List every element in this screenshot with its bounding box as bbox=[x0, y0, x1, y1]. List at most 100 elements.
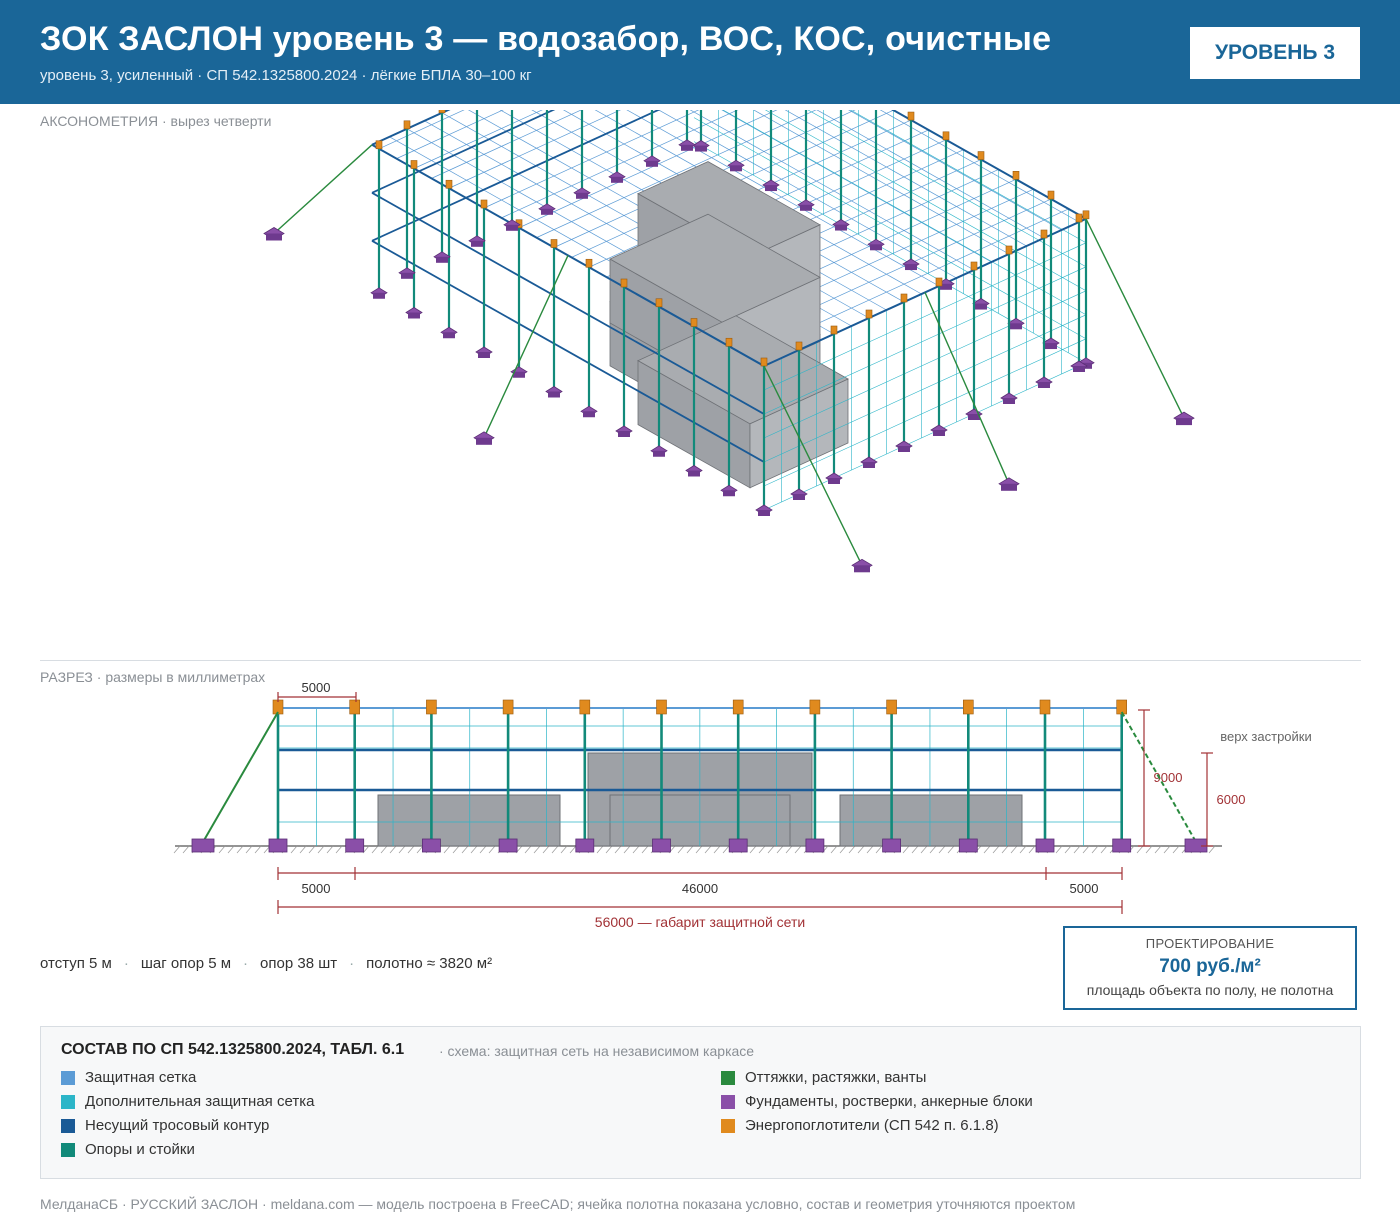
anchor-block bbox=[191, 838, 215, 853]
ground-hatch bbox=[902, 845, 910, 854]
section-divider bbox=[40, 660, 1361, 661]
ground-hatch bbox=[1064, 845, 1072, 854]
building-section bbox=[377, 794, 561, 847]
ground-hatch bbox=[758, 845, 766, 854]
energy-absorber bbox=[349, 699, 361, 715]
ground-hatch bbox=[398, 845, 406, 854]
foundation-block bbox=[513, 371, 525, 378]
ground-hatch bbox=[866, 845, 874, 854]
foundation-block bbox=[975, 303, 987, 310]
guy-line bbox=[483, 255, 569, 439]
wall-net-line bbox=[763, 266, 1087, 415]
foundation-block bbox=[723, 490, 735, 497]
dim-right-label: 5000 bbox=[1070, 881, 1099, 896]
guy-line bbox=[273, 144, 373, 235]
ground-hatch bbox=[749, 845, 757, 854]
cut-note: · размеры в миллиметрах bbox=[96, 669, 266, 685]
roof-net-line bbox=[501, 110, 739, 219]
ground-hatch bbox=[245, 845, 253, 854]
energy-absorber bbox=[1005, 245, 1013, 255]
foundation-block bbox=[870, 244, 882, 251]
price-value: 700 руб./м² bbox=[1159, 956, 1261, 977]
legend-item-foundations: Фундаменты, ростверки, анкерные блоки bbox=[721, 1093, 1033, 1110]
legend-swatch bbox=[721, 1094, 735, 1109]
foundation-block bbox=[1003, 398, 1015, 404]
ground-hatch bbox=[1019, 845, 1027, 854]
ground-hatch bbox=[677, 845, 685, 854]
energy-absorber bbox=[732, 699, 744, 715]
ground-hatch bbox=[182, 845, 190, 854]
ground-hatch bbox=[722, 845, 730, 854]
ground-hatch bbox=[1091, 845, 1099, 854]
wall-net-line bbox=[722, 110, 1087, 316]
section-view: 5000 5000 46000 5000 56000 — габарит защ… bbox=[173, 680, 1312, 930]
wall-net-line bbox=[763, 290, 1087, 439]
roof-net-line bbox=[689, 110, 975, 271]
energy-absorber bbox=[403, 120, 411, 130]
ground-hatch bbox=[542, 845, 550, 854]
ground-hatch bbox=[704, 845, 712, 854]
foundation-block bbox=[863, 462, 875, 468]
legend-item-extra-net: Дополнительная защитная сетка bbox=[61, 1093, 314, 1110]
wall-net-line bbox=[763, 242, 1087, 391]
ground-hatch bbox=[290, 845, 298, 854]
foundation-block bbox=[882, 838, 901, 853]
legend-item-label: Опоры и стойки bbox=[85, 1141, 195, 1158]
stats-line: отступ 5 м·шаг опор 5 м·опор 38 шт·полот… bbox=[40, 955, 493, 972]
ground-hatch bbox=[560, 845, 568, 854]
wall-net-line bbox=[764, 110, 1087, 292]
foundation-block bbox=[1010, 323, 1022, 330]
ground-hatch bbox=[641, 845, 649, 854]
ground-hatch bbox=[236, 845, 244, 854]
energy-absorber bbox=[1116, 699, 1127, 715]
ground-hatch bbox=[389, 845, 397, 854]
energy-absorber bbox=[935, 277, 943, 287]
legend-item-cable: Несущий тросовый контур bbox=[61, 1117, 269, 1134]
energy-absorber bbox=[1082, 210, 1090, 220]
ground-hatch bbox=[407, 845, 415, 854]
foundation-block bbox=[541, 208, 553, 215]
foundation-block bbox=[1035, 838, 1055, 853]
energy-absorber bbox=[970, 261, 978, 271]
energy-absorber bbox=[656, 699, 667, 715]
cable-line bbox=[891, 110, 1087, 220]
building-roof bbox=[637, 161, 821, 258]
foundation-block bbox=[478, 352, 490, 358]
foundation-block bbox=[373, 292, 385, 299]
ground-hatch bbox=[1082, 845, 1090, 854]
ground-hatch bbox=[533, 845, 541, 854]
ground-hatch bbox=[173, 845, 181, 854]
roof-net-line bbox=[658, 110, 957, 279]
ground-hatch bbox=[218, 845, 226, 854]
ground-hatch bbox=[1001, 845, 1009, 854]
ground-hatch bbox=[479, 845, 487, 854]
energy-absorber bbox=[272, 699, 284, 715]
foundation-block bbox=[968, 414, 980, 420]
ground-hatch bbox=[623, 845, 631, 854]
ground-hatch bbox=[227, 845, 235, 854]
guy-line bbox=[924, 292, 1010, 485]
foundation-block bbox=[548, 391, 560, 398]
energy-absorber bbox=[725, 337, 733, 347]
axon-section-label: АКСОНОМЕТРИЯ · вырез четверти bbox=[40, 113, 271, 129]
guy-line bbox=[763, 365, 863, 566]
legend-item-guys: Оттяжки, растяжки, ванты bbox=[721, 1069, 926, 1086]
ground-hatch bbox=[488, 845, 496, 854]
energy-absorber bbox=[830, 325, 838, 335]
ground-hatch bbox=[326, 845, 334, 854]
foundation-block bbox=[611, 176, 623, 183]
axon-label: АКСОНОМЕТРИЯ bbox=[40, 113, 159, 129]
dim-mid-label: 46000 bbox=[682, 881, 718, 896]
energy-absorber bbox=[690, 318, 698, 327]
roof-net-line bbox=[396, 110, 504, 159]
foundation-block bbox=[793, 494, 805, 500]
legend-item-net: Защитная сетка bbox=[61, 1069, 196, 1086]
foundation-block bbox=[805, 838, 825, 853]
wall-net-line bbox=[850, 110, 1087, 244]
energy-absorber bbox=[942, 131, 950, 141]
foundation-block bbox=[583, 411, 595, 418]
ground-hatch bbox=[380, 845, 388, 854]
ground-hatch bbox=[830, 845, 838, 854]
foundation-block bbox=[695, 145, 707, 152]
roof-net-line bbox=[753, 110, 1010, 255]
